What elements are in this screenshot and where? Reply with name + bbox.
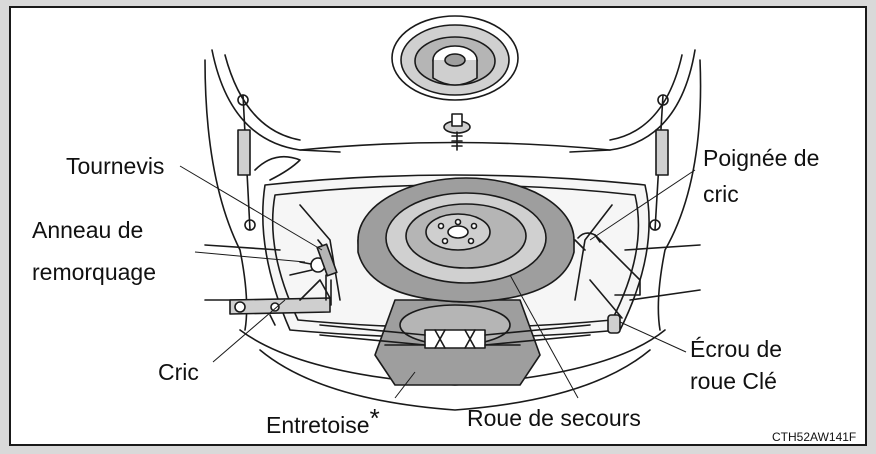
leader-ecrou bbox=[619, 321, 687, 353]
label-tournevis: Tournevis bbox=[66, 153, 165, 179]
label-cric: Cric bbox=[158, 359, 199, 385]
wheel-nut-wrench bbox=[589, 279, 623, 334]
label-entretoise-text: Entretoise bbox=[266, 412, 370, 438]
trunk-latch bbox=[319, 324, 591, 349]
label-entretoise-mark: * bbox=[369, 403, 380, 433]
label-ecrou-line1: Écrou de bbox=[690, 336, 783, 362]
label-ecrou-line2: roue Clé bbox=[690, 368, 777, 394]
label-anneau-line2: remorquage bbox=[32, 259, 157, 285]
leader-cric bbox=[212, 299, 286, 363]
leader-tournevis bbox=[179, 165, 323, 251]
right-gas-strut bbox=[649, 94, 669, 231]
label-poignee-line2: cric bbox=[703, 181, 739, 207]
left-gas-strut bbox=[237, 94, 301, 231]
label-anneau-line1: Anneau de bbox=[32, 217, 144, 243]
label-poignee-line1: Poignée de bbox=[703, 145, 820, 171]
trunk-lid bbox=[211, 49, 696, 153]
leader-lines bbox=[179, 165, 696, 399]
figure-code: CTH52AW141F bbox=[772, 430, 857, 444]
leader-poignee bbox=[589, 169, 696, 241]
leader-entretoise bbox=[394, 371, 416, 399]
label-entretoise: Entretoise* bbox=[266, 404, 380, 439]
leader-roue-de-secours bbox=[509, 274, 579, 399]
spare-wheel-top-view bbox=[391, 15, 519, 101]
jack bbox=[229, 279, 331, 326]
leader-anneau bbox=[194, 251, 306, 263]
wheel-bolt bbox=[443, 113, 471, 151]
label-roue-de-secours: Roue de secours bbox=[467, 405, 641, 431]
spare-wheel bbox=[357, 177, 575, 303]
screwdriver bbox=[316, 239, 338, 306]
